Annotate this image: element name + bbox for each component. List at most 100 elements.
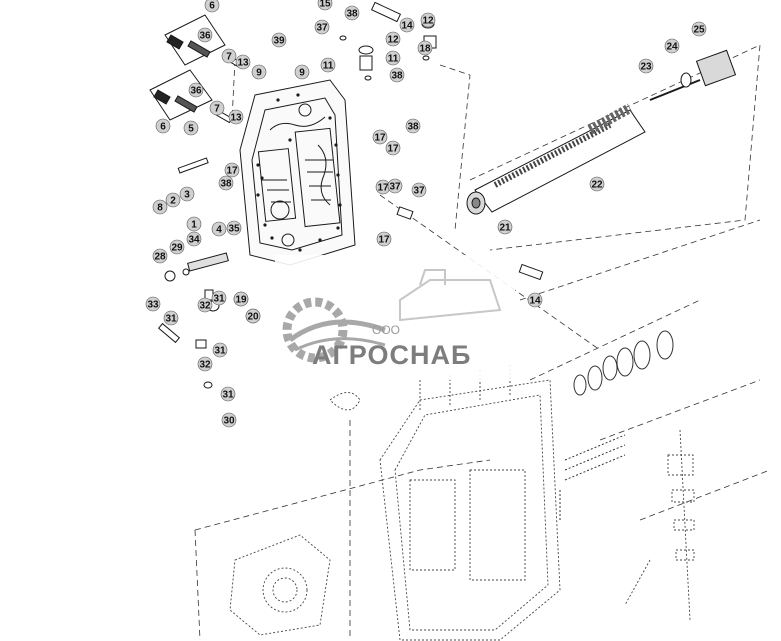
- callout-number: 11: [323, 61, 334, 72]
- callout-bubble: [320, 57, 336, 73]
- callout-30: 30: [221, 412, 237, 428]
- callout-17: 17: [385, 140, 401, 156]
- callout-number: 6: [160, 122, 166, 133]
- callout-bubble: [420, 12, 436, 28]
- callout-number: 29: [171, 243, 183, 254]
- callout-number: 38: [346, 9, 358, 20]
- watermark-company: ООО: [372, 323, 400, 337]
- callout-number: 36: [199, 31, 211, 42]
- callout-bubble: [251, 64, 267, 80]
- callout-bubble: [411, 182, 427, 198]
- callout-bubble: [314, 19, 330, 35]
- callout-number: 17: [378, 235, 390, 246]
- callout-number: 2: [170, 196, 176, 207]
- callout-bubble: [228, 109, 244, 125]
- clutch-rings: [559, 330, 674, 520]
- callout-number: 32: [199, 301, 211, 312]
- callout-number: 21: [499, 223, 511, 234]
- callout-number: 17: [377, 183, 389, 194]
- callout-bubble: [235, 54, 251, 70]
- callout-number: 28: [154, 252, 166, 263]
- callout-number: 7: [226, 52, 232, 63]
- callout-18: 18: [417, 40, 433, 56]
- callout-21: 21: [497, 219, 513, 235]
- callout-31: 31: [211, 290, 227, 306]
- callout-bubble: [226, 220, 242, 236]
- callout-2: 2: [165, 192, 181, 208]
- assembly-guide-lines: [194, 44, 771, 641]
- callout-bubble: [183, 120, 199, 136]
- callout-bubble: [211, 290, 227, 306]
- callout-number: 31: [165, 314, 177, 325]
- callout-bubble: [387, 178, 403, 194]
- callout-number: 5: [188, 124, 194, 135]
- callout-bubble: [197, 27, 213, 43]
- callout-37: 37: [411, 182, 427, 198]
- callout-25: 25: [691, 21, 707, 37]
- callout-bubble: [188, 82, 204, 98]
- callout-14: 14: [527, 292, 543, 308]
- callout-number: 19: [235, 295, 247, 306]
- callout-6: 6: [155, 118, 171, 134]
- callout-number: 22: [591, 180, 603, 191]
- callout-number: 1: [191, 220, 197, 231]
- callout-bubble: [389, 67, 405, 83]
- callout-7: 7: [221, 48, 237, 64]
- callout-bubble: [155, 118, 171, 134]
- callout-number: 31: [222, 390, 234, 401]
- callout-number: 37: [316, 23, 328, 34]
- callout-3: 3: [179, 186, 195, 202]
- callout-bubble: [385, 140, 401, 156]
- callout-17: 17: [372, 129, 388, 145]
- callout-37: 37: [314, 19, 330, 35]
- callout-number: 14: [529, 296, 541, 307]
- callout-number: 6: [209, 1, 215, 12]
- callout-13: 13: [235, 54, 251, 70]
- callout-38: 38: [389, 67, 405, 83]
- watermark: ООО АГРОСНАБ: [275, 255, 515, 380]
- callout-13: 13: [228, 109, 244, 125]
- callout-bubble: [245, 308, 261, 324]
- callout-number: 23: [640, 62, 652, 73]
- callout-bubble: [169, 239, 185, 255]
- callout-bubble: [218, 175, 234, 191]
- callout-bubble: [221, 48, 237, 64]
- callout-39: 39: [271, 32, 287, 48]
- callout-bubble: [664, 38, 680, 54]
- front-cover: [229, 534, 331, 636]
- callout-number: 3: [184, 190, 190, 201]
- callout-bubble: [271, 32, 287, 48]
- callout-23: 23: [638, 58, 654, 74]
- callout-bubble: [497, 219, 513, 235]
- callout-number: 30: [223, 416, 235, 427]
- callout-bubble: [204, 0, 220, 13]
- valve-body: [239, 79, 356, 266]
- callout-32: 32: [197, 297, 213, 313]
- callout-bubble: [589, 176, 605, 192]
- callout-number: 37: [413, 186, 425, 197]
- callout-35: 35: [226, 220, 242, 236]
- callout-number: 13: [237, 58, 249, 69]
- callout-number: 12: [387, 35, 399, 46]
- callout-bubble: [163, 310, 179, 326]
- right-shaft: [624, 429, 695, 621]
- callout-bubble: [209, 100, 225, 116]
- callout-bubble: [233, 291, 249, 307]
- callout-bubble: [224, 162, 240, 178]
- callout-6: 6: [204, 0, 220, 13]
- callout-bubble: [691, 21, 707, 37]
- callout-5: 5: [183, 120, 199, 136]
- callout-bubble: [152, 199, 168, 215]
- transmission-housing: [329, 365, 561, 641]
- callout-number: 14: [401, 21, 413, 32]
- callout-4: 4: [211, 221, 227, 237]
- callout-19: 19: [233, 291, 249, 307]
- callout-bubble: [294, 64, 310, 80]
- callout-number: 15: [319, 0, 331, 10]
- callout-29: 29: [169, 239, 185, 255]
- callout-number: 36: [190, 86, 202, 97]
- callout-11: 11: [320, 57, 336, 73]
- callout-38: 38: [405, 118, 421, 134]
- callout-number: 39: [273, 36, 285, 47]
